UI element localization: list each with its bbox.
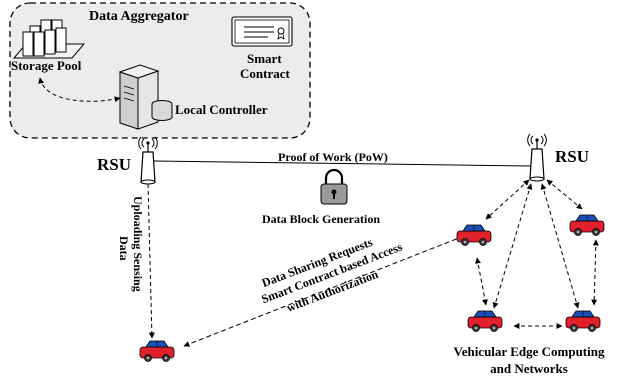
vehicle-icon	[569, 214, 605, 237]
pow-label: Proof of Work (PoW)	[278, 150, 388, 164]
smart-contract-icon	[231, 16, 293, 47]
vehicle-icon	[139, 340, 175, 363]
uploading-label-line2: Data	[117, 236, 131, 261]
vehicle-icon	[565, 310, 601, 333]
storage-controller-link	[38, 77, 121, 103]
vehicle-icon	[467, 310, 503, 333]
smart-contract-label-line2: Contract	[240, 66, 290, 81]
storage-pool-icon	[12, 19, 86, 59]
upload-arrow	[147, 183, 155, 339]
local-controller-icon	[118, 64, 173, 130]
smart-contract-label-line1: Smart	[247, 51, 282, 66]
data-aggregator-title: Data Aggregator	[89, 9, 189, 24]
data-block-generation-label: Data Block Generation	[262, 212, 380, 226]
rsu-left-label: RSU	[97, 155, 131, 174]
rsu-right-tower-icon	[527, 133, 547, 182]
rsu-left-tower-icon	[138, 136, 158, 185]
lock-icon	[320, 168, 348, 205]
vehicle-icon	[456, 224, 492, 247]
request-arrow	[183, 235, 465, 347]
local-controller-label: Local Controller	[175, 102, 268, 117]
storage-pool-label: Storage Pool	[11, 58, 82, 73]
vec-label-line1: Vehicular Edge Computing	[454, 344, 605, 359]
vec-network-links	[475, 179, 599, 329]
rsu-link	[153, 160, 532, 167]
rsu-right-label: RSU	[555, 147, 589, 166]
vec-label-line2: and Networks	[490, 361, 568, 376]
uploading-label-line1: Uploading Sensing	[131, 196, 145, 292]
